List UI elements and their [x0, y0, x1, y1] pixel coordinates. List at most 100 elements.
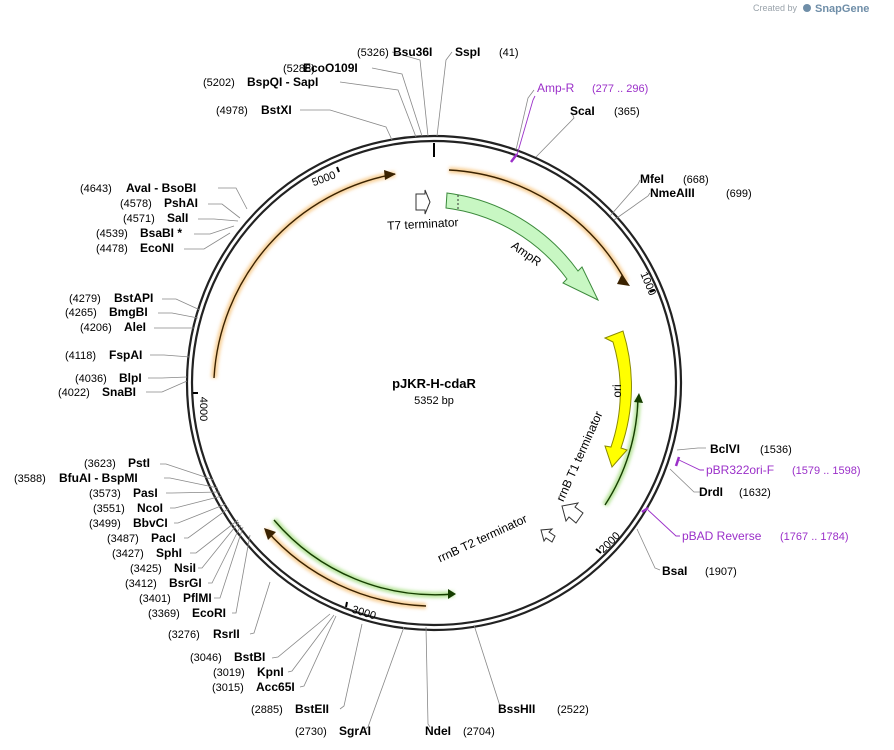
- site-pos: (3551): [93, 503, 125, 515]
- site-label-bbvci: (3499) BbvCI: [89, 516, 168, 530]
- feature-label-ori: ori: [610, 384, 624, 397]
- site-name: PacI: [151, 531, 176, 545]
- site-pos: (4578): [120, 198, 152, 210]
- plasmid-length: 5352 bp: [414, 395, 454, 407]
- rrnb-t1-terminator-arrow: [561, 502, 584, 524]
- site-pos: (3412): [125, 578, 157, 590]
- site-pos: (699): [726, 188, 752, 200]
- site-label-rsrii: (3276) RsrII: [168, 627, 240, 641]
- site-name: SphI: [156, 546, 182, 560]
- primer-name: pBAD Reverse: [682, 529, 762, 543]
- credit-prefix: Created by: [753, 3, 798, 13]
- tick-2000: 2000: [597, 530, 623, 556]
- site-pos: (4643): [80, 183, 112, 195]
- site-name: BstBI: [234, 650, 265, 664]
- position-ticks: [193, 143, 656, 608]
- primer-name: pBR322ori-F: [706, 463, 774, 477]
- site-label-psti: (3623) PstI: [84, 456, 150, 470]
- site-label-bfuai-bspmi: (3588) BfuAI - BspMI: [14, 471, 138, 485]
- site-label-bsrgi: (3412) BsrGI: [125, 576, 202, 590]
- site-name: AvaI - BsoBI: [126, 181, 196, 195]
- credit-brand: SnapGene: [815, 3, 869, 15]
- leader-lines: [146, 51, 706, 731]
- site-pos: (4206): [80, 322, 112, 334]
- site-pos: (4279): [69, 293, 101, 305]
- site-label-bmgbi: (4265) BmgBI: [65, 305, 148, 319]
- site-name: BmgBI: [109, 305, 148, 319]
- site-name: Acc65I: [256, 680, 295, 694]
- site-label-ecoo109i: (5288) EcoO109I: [283, 61, 358, 75]
- site-name: EcoRI: [192, 606, 226, 620]
- orange-arcs: [211, 167, 630, 609]
- site-name: BstEII: [295, 702, 329, 716]
- site-label-econi: (4478) EcoNI: [96, 241, 174, 255]
- site-name: BfuAI - BspMI: [59, 471, 138, 485]
- site-label-kpni: (3019) KpnI: [213, 665, 284, 679]
- feature-label-rrnb-t2-terminator: rrnB T2 terminator: [435, 512, 529, 566]
- primer-label-pbr322ori-f: pBR322ori-F (1579 .. 1598): [706, 463, 861, 477]
- site-pos: (3499): [89, 518, 121, 530]
- site-pos: (5288): [283, 63, 315, 75]
- primer-name: Amp-R: [537, 81, 575, 95]
- site-label-fspai: (4118) FspAI: [65, 348, 142, 362]
- site-pos: (1536): [760, 444, 792, 456]
- site-pos: (3588): [14, 473, 46, 485]
- site-pos: (3487): [107, 533, 139, 545]
- site-name: Bsu36I: [393, 45, 432, 59]
- primer-label-pbad-reverse: pBAD Reverse (1767 .. 1784): [682, 529, 849, 543]
- site-label-ndei: NdeI (2704): [425, 724, 495, 738]
- snapgene-logo-icon: [803, 4, 811, 12]
- site-label-alei: (4206) AleI: [80, 320, 146, 334]
- site-name: NdeI: [425, 724, 451, 738]
- ampr-feature[interactable]: [445, 192, 600, 302]
- site-name: BstAPI: [114, 291, 153, 305]
- site-name: BsrGI: [169, 576, 202, 590]
- site-label-bclvi: BclVI (1536): [710, 442, 792, 456]
- site-name: PshAI: [164, 196, 198, 210]
- site-name: PstI: [128, 456, 150, 470]
- site-label-sgrai: (2730) SgrAI: [295, 724, 371, 738]
- site-name: ScaI: [570, 104, 595, 118]
- site-pos: (4036): [75, 373, 107, 385]
- site-label-bstapi: (4279) BstAPI: [69, 291, 153, 305]
- site-pos: (4118): [65, 350, 96, 362]
- site-label-bsteii: (2885) BstEII: [251, 702, 329, 716]
- site-pos: (1632): [739, 487, 771, 499]
- site-label-ecori: (3369) EcoRI: [148, 606, 226, 620]
- primer-range: (1767 .. 1784): [780, 531, 849, 543]
- site-pos: (3019): [213, 667, 245, 679]
- site-name: EcoNI: [140, 241, 174, 255]
- site-pos: (3401): [139, 593, 171, 605]
- site-pos: (41): [499, 47, 519, 59]
- site-name: NcoI: [137, 501, 163, 515]
- primer-leaders: [516, 95, 704, 537]
- site-name: BssHII: [498, 702, 535, 716]
- site-pos: (365): [614, 106, 640, 118]
- site-name: BbvCI: [133, 516, 168, 530]
- site-name: PflMI: [183, 591, 212, 605]
- site-label-scai: ScaI (365): [570, 104, 640, 118]
- site-name: EcoO109I: [303, 61, 358, 75]
- site-pos: (5326): [357, 47, 389, 59]
- ori-feature[interactable]: [603, 330, 632, 468]
- backbone: [185, 134, 683, 632]
- green-arcs: [271, 393, 643, 599]
- site-label-avai-bsobi: (4643) AvaI - BsoBI: [80, 181, 196, 195]
- site-name: NmeAIII: [650, 186, 695, 200]
- site-pos: (4571): [123, 213, 155, 225]
- tick-4000: 4000: [197, 397, 209, 421]
- site-name: BclVI: [710, 442, 740, 456]
- feature-label-rrnb-t1-terminator: rrnB T1 terminator: [553, 409, 605, 503]
- site-label-bstxi: (4978) BstXI: [216, 103, 292, 117]
- site-pos: (4265): [65, 307, 97, 319]
- site-label-acc65i: (3015) Acc65I: [212, 680, 295, 694]
- site-pos: (3427): [112, 548, 144, 560]
- site-label-nmeaiii: NmeAIII (699): [650, 186, 752, 200]
- site-name: BstXI: [261, 103, 292, 117]
- site-name: BsaI: [662, 564, 687, 578]
- site-label-bstbi: (3046) BstBI: [190, 650, 265, 664]
- site-pos: (2522): [557, 704, 589, 716]
- site-pos: (4478): [96, 243, 128, 255]
- site-name: KpnI: [257, 665, 284, 679]
